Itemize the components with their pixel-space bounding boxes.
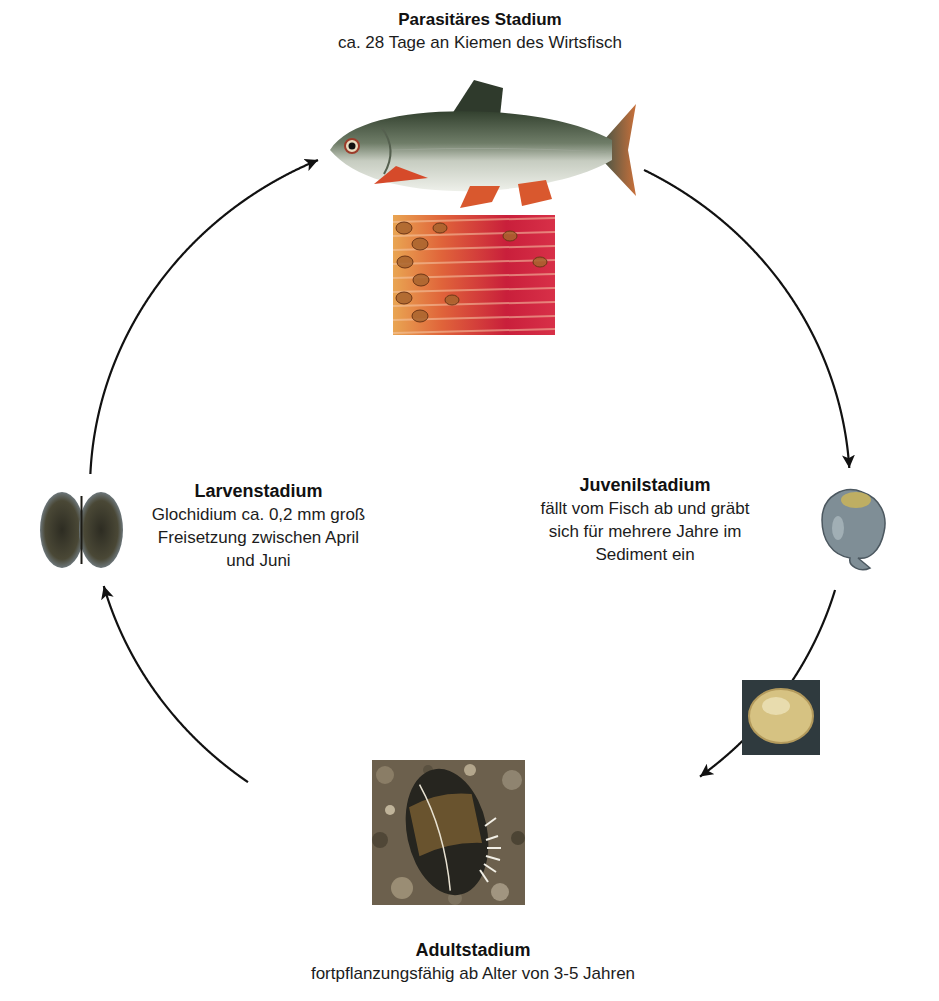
gill-tissue [393,215,555,335]
larva-valve [79,492,123,568]
glochidia-on-gill [396,222,547,322]
stage-node: LarvenstadiumGlochidium ca. 0,2 mm groß … [36,474,374,586]
cycle-arrow [700,590,835,777]
stage-description: fällt vom Fisch ab und gräbt sich für me… [526,497,764,566]
stage-description: fortpflanzungsfähig ab Alter von 3-5 Jah… [248,962,698,985]
gill-filaments [393,218,555,333]
fish-lateral-line [392,148,606,152]
stage-node: Juvenilstadiumfällt vom Fisch ab und grä… [522,468,892,590]
fish-dorsal-fin [452,80,503,116]
adult-mussel-photo [372,760,525,905]
fish-body [330,111,612,191]
larva-valve [40,492,84,568]
photo-ground [742,680,820,755]
cycle-arrow [90,160,318,474]
adult-mussel [395,761,500,903]
stage-text: Parasitäres Stadiumca. 28 Tage an Kiemen… [318,8,642,54]
gravel-ground [372,760,525,905]
shell-highlight [762,697,790,715]
juvenile-umbo [841,492,871,508]
cycle-arrow [104,586,248,782]
stage-description: Glochidium ca. 0,2 mm groß Freisetzung z… [146,503,371,572]
stage-heading: Adultstadium [248,939,698,962]
fish-pupil [349,143,356,150]
shell-band [408,789,482,856]
stage-text: LarvenstadiumGlochidium ca. 0,2 mm groß … [146,480,371,572]
stage-node: Parasitäres Stadiumca. 28 Tage an Kiemen… [318,4,644,342]
cycle-arrow [644,170,849,468]
stage-text: Juvenilstadiumfällt vom Fisch ab und grä… [526,474,764,566]
fish-pelvic-fin [460,186,500,208]
fish-eye [345,139,359,153]
fish-gill-cover [382,128,391,174]
juvenile-shell [822,490,885,570]
fish-anal-fin [518,180,552,206]
stage-heading: Juvenilstadium [526,474,764,497]
siphon-fringe [480,818,501,882]
larva-hinge [81,496,83,564]
fish-illustration [330,80,636,208]
shell-crack [420,783,453,893]
stage-description: ca. 28 Tage an Kiemen des Wirtsfisch [318,31,642,54]
stage-text: Adultstadiumfortpflanzungsfähig ab Alter… [248,939,698,985]
gill-photo [393,215,555,335]
juvenile-photo [742,680,820,755]
juvenile-mussel-illustration [822,490,885,570]
stage-heading: Larvenstadium [146,480,371,503]
juvenile-highlight [832,516,844,540]
fish-pectoral-fin [374,166,428,184]
juvenile-shell [749,689,813,743]
stage-heading: Parasitäres Stadium [318,8,642,31]
stage-node: Adultstadiumfortpflanzungsfähig ab Alter… [248,755,700,995]
glochidium-illustration [40,492,123,568]
mussel-shell [395,761,500,903]
